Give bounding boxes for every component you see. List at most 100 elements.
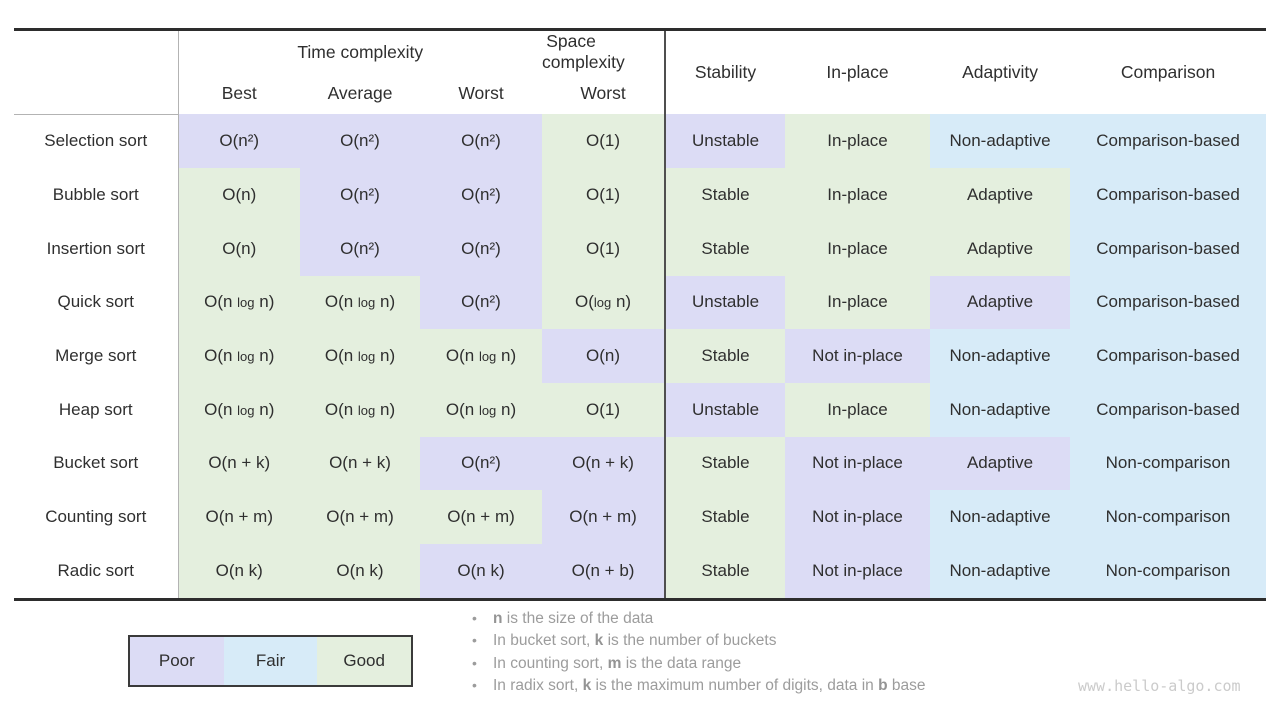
log-token: log [478,402,497,418]
cell-adaptivity: Non-adaptive [930,114,1071,169]
cell-in-place: Not in-place [785,436,931,491]
cell-stability: Stable [665,436,786,491]
cell-comparison: Comparison-based [1070,329,1267,383]
note-text: In bucket sort, k is the number of bucke… [493,632,777,650]
cell-worst-space: O(n + m) [542,490,667,544]
cell-worst-time: O(n log n) [420,329,543,383]
cell-best: O(n log n) [178,329,300,383]
cell-best: O(n k) [178,544,300,600]
cell-worst-time: O(n log n) [420,382,543,437]
header-worst-space: Worst [542,73,667,114]
cell-worst-time: O(n k) [420,544,543,600]
cell-in-place: In-place [785,114,931,169]
header-sub-row: Best Average Worst Worst [14,73,1266,114]
cell-adaptivity: Non-adaptive [930,490,1071,544]
cell-worst-space: O(1) [542,221,667,276]
cell-worst-space: O(1) [542,114,667,169]
cell-average: O(n²) [300,168,420,222]
cell-worst-space: O(1) [542,382,667,437]
cell-worst-space: O(1) [542,168,667,222]
bullet-icon: • [472,610,477,626]
cell-stability: Stable [665,544,786,600]
cell-stability: Unstable [665,275,786,330]
cell-average: O(n log n) [300,329,420,383]
header-comparison: Comparison [1120,62,1216,82]
cell-stability: Stable [665,490,786,544]
cell-average: O(n log n) [300,382,420,437]
cell-adaptivity: Non-adaptive [930,544,1071,600]
cell-worst-time: O(n²) [420,114,543,169]
header-corner-cell [14,29,179,115]
table-wrap: Time complexity Space complexity Stabili… [14,28,1267,601]
cell-best: O(n + k) [178,436,300,491]
cell-worst-time: O(n + m) [420,490,543,544]
cell-stability: Unstable [665,114,786,169]
row-label: Quick sort [14,275,179,330]
row-label: Counting sort [14,490,179,544]
cell-in-place: In-place [785,275,931,330]
legend-item-fair: Fair [223,637,318,685]
note-item: • In counting sort, m is the data range [472,655,925,677]
legend-item-poor: Poor [130,637,224,685]
cell-comparison: Non-comparison [1070,544,1267,600]
cell-best: O(n log n) [178,382,300,437]
cell-comparison: Comparison-based [1070,114,1267,169]
log-token: log [237,402,255,418]
cell-worst-space: O(log n) [542,275,667,330]
log-token: log [593,295,612,311]
cell-average: O(n²) [300,221,420,276]
cell-in-place: Not in-place [785,490,931,544]
header-average: Average [327,83,393,103]
cell-worst-space: O(n) [542,329,667,383]
note-text: In counting sort, m is the data range [493,654,742,672]
header-worst-time: Worst [458,83,504,103]
cell-comparison: Comparison-based [1070,221,1267,276]
cell-stability: Stable [665,221,786,276]
bullet-icon: • [472,654,477,671]
cell-adaptivity: Adaptive [930,168,1071,222]
cell-best: O(n log n) [178,275,300,330]
row-label: Merge sort [14,329,179,383]
header-group-row: Time complexity Space complexity Stabili… [14,29,1266,115]
cell-adaptivity: Adaptive [930,275,1071,330]
cell-best: O(n²) [178,114,300,169]
cell-comparison: Comparison-based [1070,168,1267,222]
cell-adaptivity: Adaptive [930,221,1071,276]
header-adaptivity: Adaptivity [962,62,1038,82]
row-label: Insertion sort [14,221,179,276]
row-label: Bucket sort [14,436,179,491]
row-label: Heap sort [14,382,179,437]
note-item: •n is the size of the data [472,610,925,632]
cell-worst-time: O(n²) [420,436,543,491]
row-label: Bubble sort [14,168,179,222]
cell-comparison: Comparison-based [1070,382,1267,437]
cell-worst-space: O(n + k) [542,436,667,491]
row-label: Radic sort [14,544,179,600]
cell-worst-time: O(n²) [420,168,543,222]
bullet-icon: • [472,632,477,649]
row-label: Selection sort [14,114,179,169]
cell-worst-time: O(n²) [420,275,543,330]
cell-comparison: Non-comparison [1070,436,1267,491]
note-item: •In radix sort, k is the maximum number … [472,677,925,699]
bullet-icon: • [472,677,477,694]
sorting-comparison-table: Time complexity Space complexity Stabili… [14,28,1267,601]
log-token: log [357,402,376,418]
cell-in-place: Not in-place [785,329,931,383]
cell-average: O(n²) [300,114,420,169]
cell-in-place: In-place [785,168,931,222]
log-token: log [478,349,497,365]
cell-in-place: Not in-place [785,544,931,600]
header-best: Best [221,83,257,103]
table-header: Time complexity Space complexity Stabili… [14,29,1266,115]
header-stability: Stability [694,62,757,82]
watermark: www.hello-algo.com [1078,677,1241,695]
header-in-place: In-place [826,62,889,82]
cell-adaptivity: Non-adaptive [930,329,1071,383]
